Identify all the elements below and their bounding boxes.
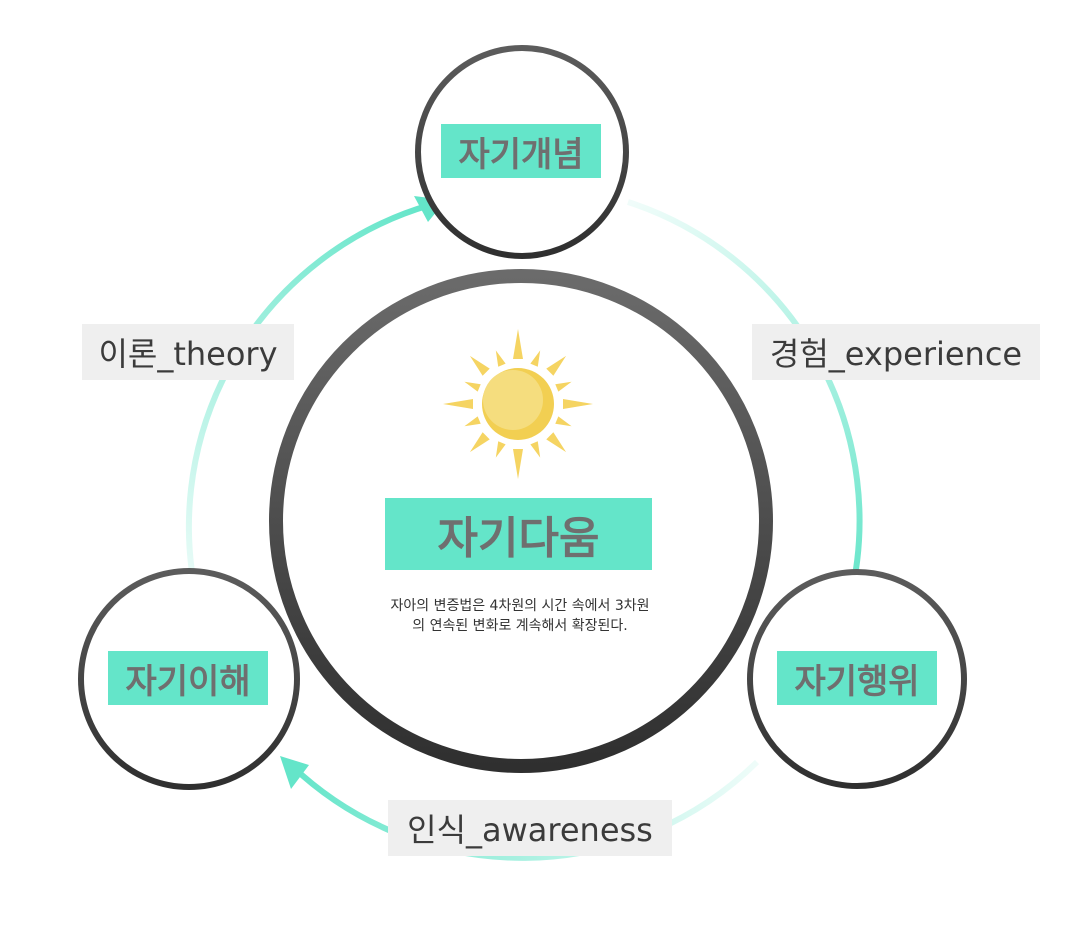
node-label-self-concept: 자기개념 [441,124,601,178]
edge-label-awareness: 인식_awareness [388,800,672,856]
arrowhead-left [280,756,309,789]
edge-label-experience: 경험_experience [752,324,1040,380]
node-label-self-understanding: 자기이해 [108,651,268,705]
node-label-self-action: 자기행위 [777,651,937,705]
center-description: 자아의 변증법은 4차원의 시간 속에서 3차원 의 연속된 변화로 계속해서 … [325,596,715,636]
center-title: 자기다움 [385,498,652,570]
edge-label-theory: 이론_theory [82,324,294,380]
sun-icon [443,329,593,479]
center-description-line-2: 의 연속된 변화로 계속해서 확장된다. [412,618,628,634]
arc-awareness [289,759,760,861]
center-description-line-1: 자아의 변증법은 4차원의 시간 속에서 3차원 [390,598,650,614]
